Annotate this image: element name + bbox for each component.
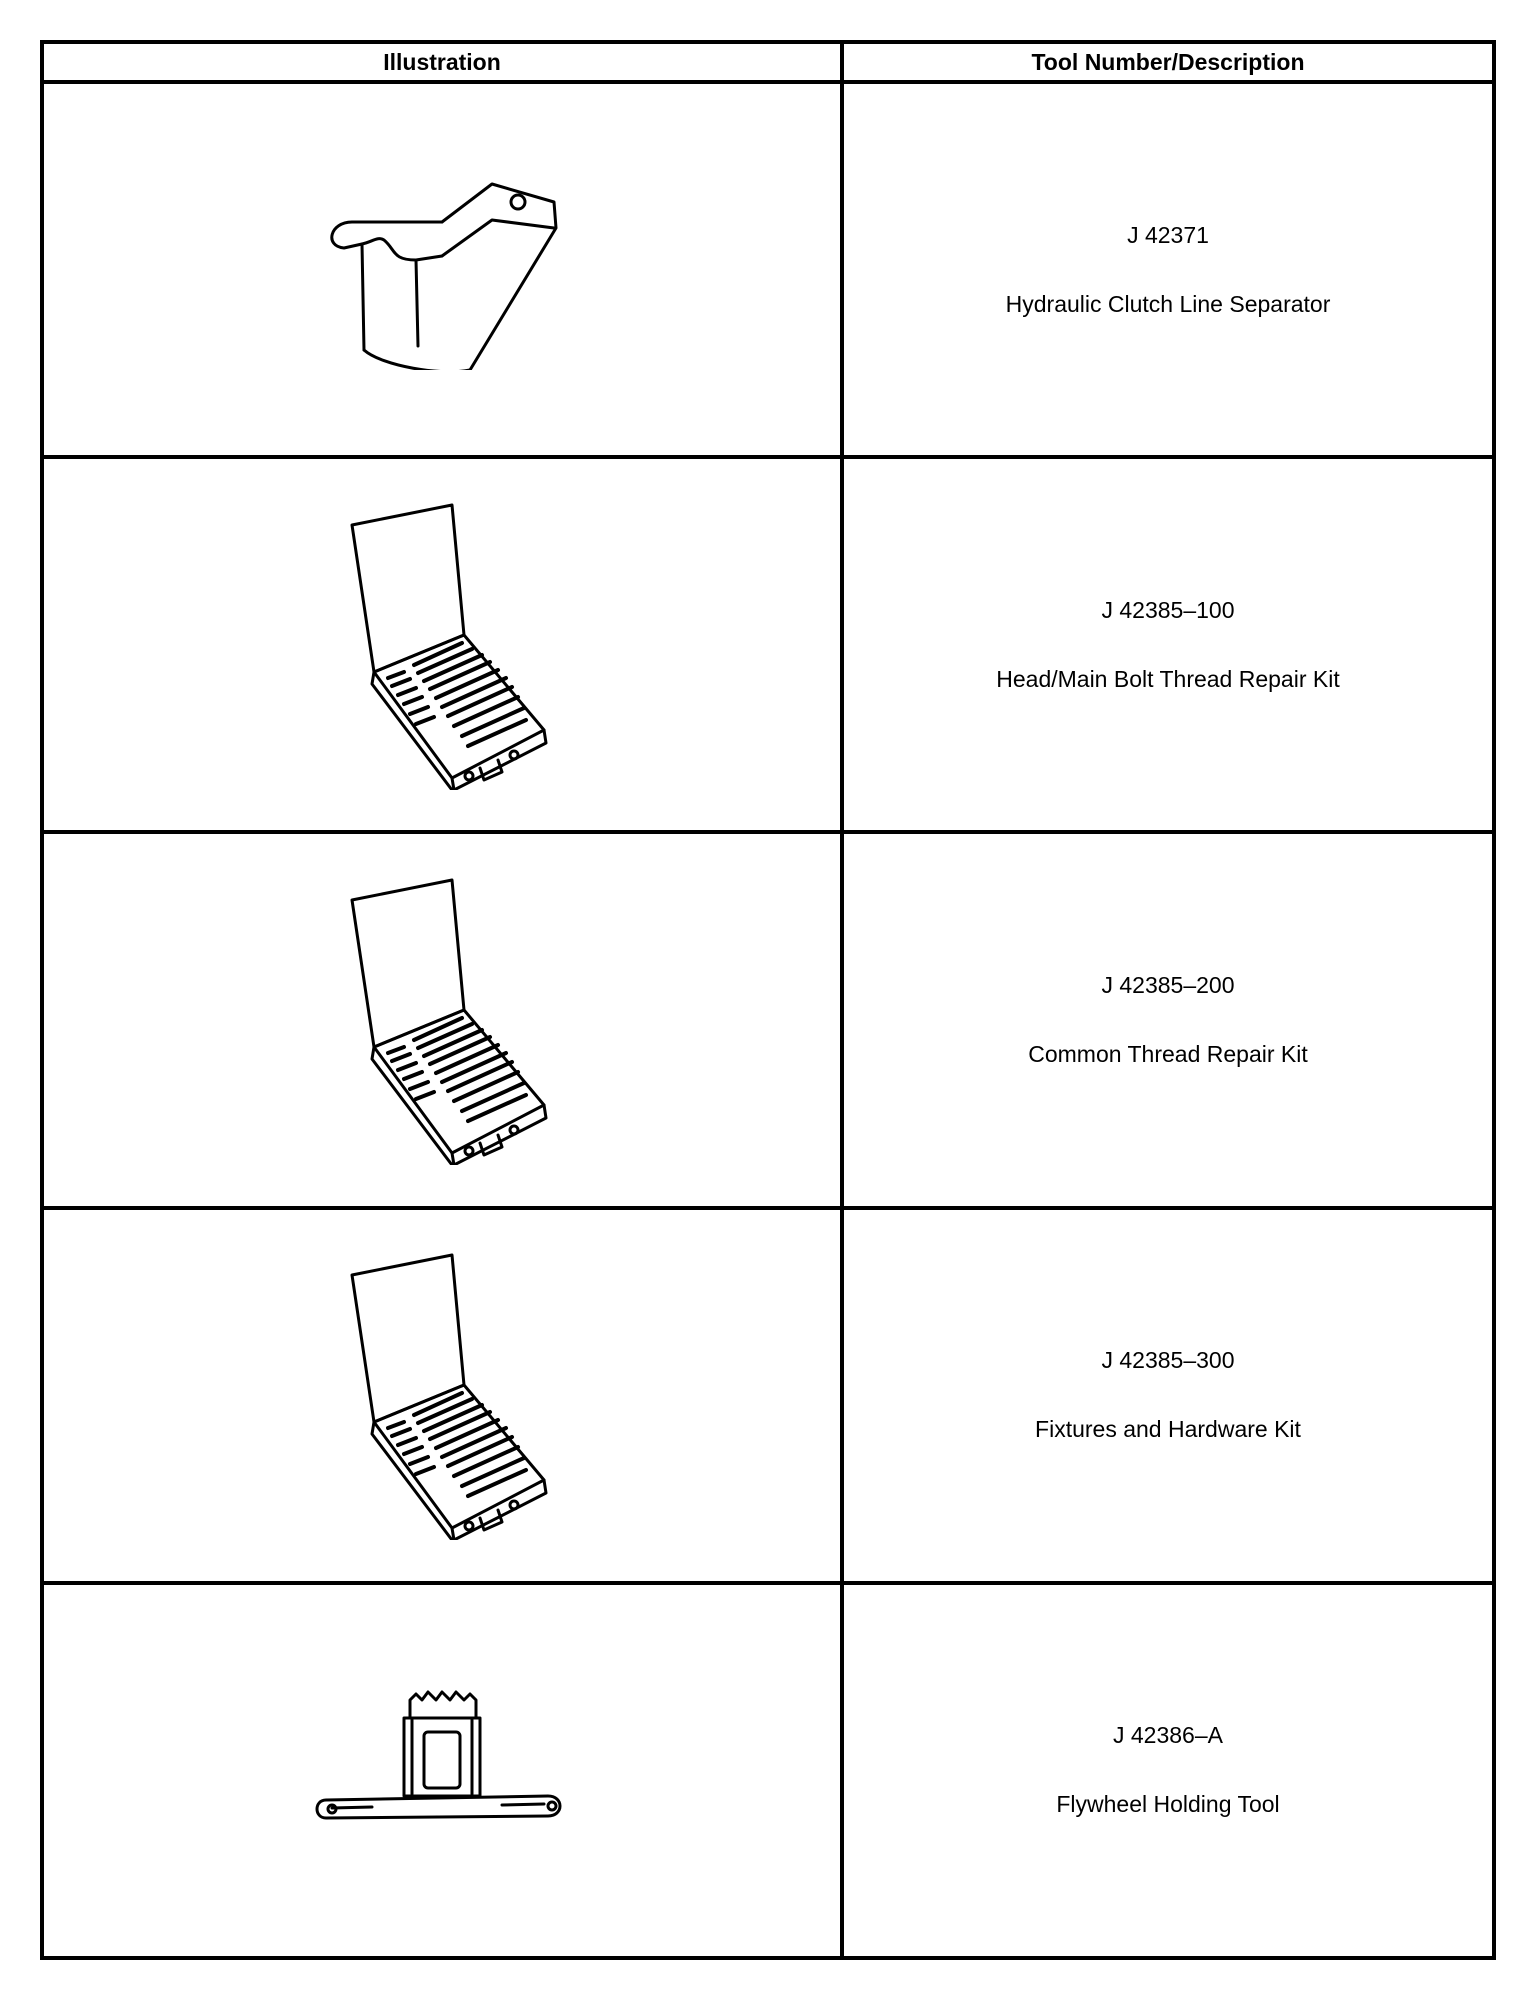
tool-description: Fixtures and Hardware Kit (1035, 1416, 1301, 1443)
clutch-line-separator-icon (330, 182, 558, 370)
table-header-row: Illustration Tool Number/Description (40, 40, 1496, 84)
illustration-cell (40, 1580, 844, 1961)
table-row: J 42371 Hydraulic Clutch Line Separator (40, 79, 1496, 460)
table-row: J 42386–A Flywheel Holding Tool (40, 1580, 1496, 1961)
description-cell: J 42371 Hydraulic Clutch Line Separator (840, 79, 1496, 460)
hardware-kit-icon (350, 1253, 548, 1541)
description-cell: J 42385–100 Head/Main Bolt Thread Repair… (840, 455, 1496, 835)
tool-description: Flywheel Holding Tool (1056, 1791, 1280, 1818)
tool-number: J 42385–100 (1101, 596, 1235, 623)
tool-number: J 42371 (1127, 221, 1209, 248)
tool-number: J 42385–300 (1101, 1347, 1235, 1374)
tool-description: Hydraulic Clutch Line Separator (1005, 290, 1331, 317)
illustration-cell (40, 455, 844, 835)
tool-description-column-header: Tool Number/Description (840, 40, 1496, 84)
illustration-cell (40, 79, 844, 460)
description-cell: J 42385–300 Fixtures and Hardware Kit (840, 1205, 1496, 1585)
thread-repair-kit-icon (350, 878, 548, 1165)
description-cell: J 42386–A Flywheel Holding Tool (840, 1580, 1496, 1961)
table-row: J 42385–200 Common Thread Repair Kit (40, 830, 1496, 1210)
special-tools-table: Illustration Tool Number/Description (40, 40, 1496, 1961)
tool-description: Head/Main Bolt Thread Repair Kit (996, 665, 1340, 692)
thread-repair-kit-icon (350, 503, 548, 790)
illustration-column-header: Illustration (40, 40, 844, 84)
table-row: J 42385–300 Fixtures and Hardware Kit (40, 1205, 1496, 1585)
tool-number: J 42385–200 (1101, 971, 1235, 998)
tool-number: J 42386–A (1113, 1722, 1223, 1749)
illustration-cell (40, 1205, 844, 1585)
table-row: J 42385–100 Head/Main Bolt Thread Repair… (40, 455, 1496, 835)
tool-description: Common Thread Repair Kit (1028, 1040, 1308, 1067)
illustration-cell (40, 830, 844, 1210)
flywheel-holding-tool-icon (315, 1690, 562, 1820)
description-cell: J 42385–200 Common Thread Repair Kit (840, 830, 1496, 1210)
